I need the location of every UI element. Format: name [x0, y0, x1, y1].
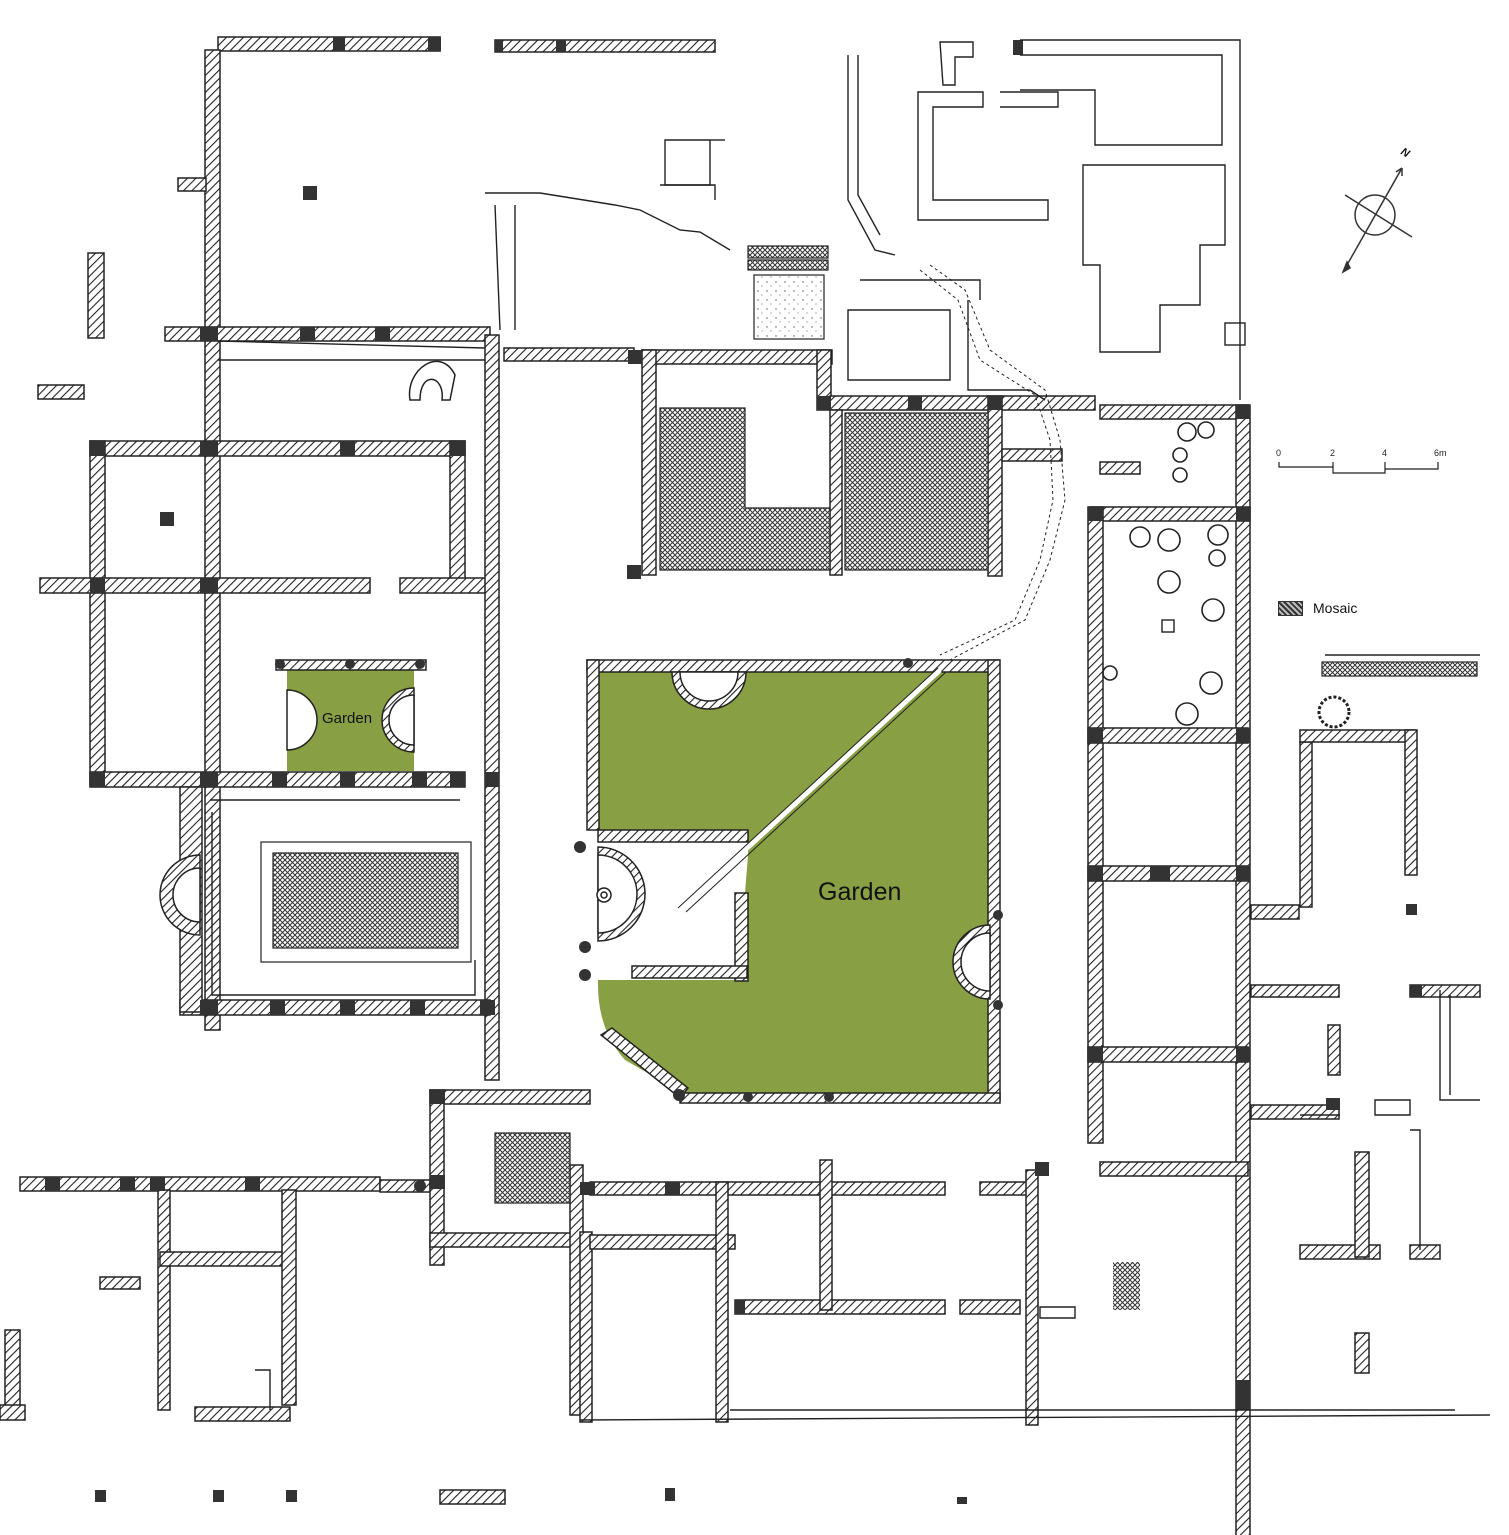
north-arrow-icon: [1341, 167, 1413, 274]
scale-labels: 0 2 4 6m: [1276, 448, 1447, 478]
scale-bar: [1278, 462, 1439, 474]
mosaic-area: [659, 407, 831, 571]
garden-label-large: Garden: [818, 878, 902, 906]
mosaic-swatch-icon: [1278, 600, 1303, 616]
garden-label-small: Garden: [322, 710, 373, 727]
legend: Mosaic: [1278, 600, 1357, 616]
scale-tick-4: 4: [1382, 448, 1388, 458]
legend-label-mosaic: Mosaic: [1313, 600, 1358, 616]
scale-tick-6m: 6m: [1434, 448, 1447, 458]
scale-tick-0: 0: [1276, 448, 1282, 458]
scale-tick-2: 2: [1330, 448, 1336, 458]
garden-large-area: [598, 670, 990, 1097]
